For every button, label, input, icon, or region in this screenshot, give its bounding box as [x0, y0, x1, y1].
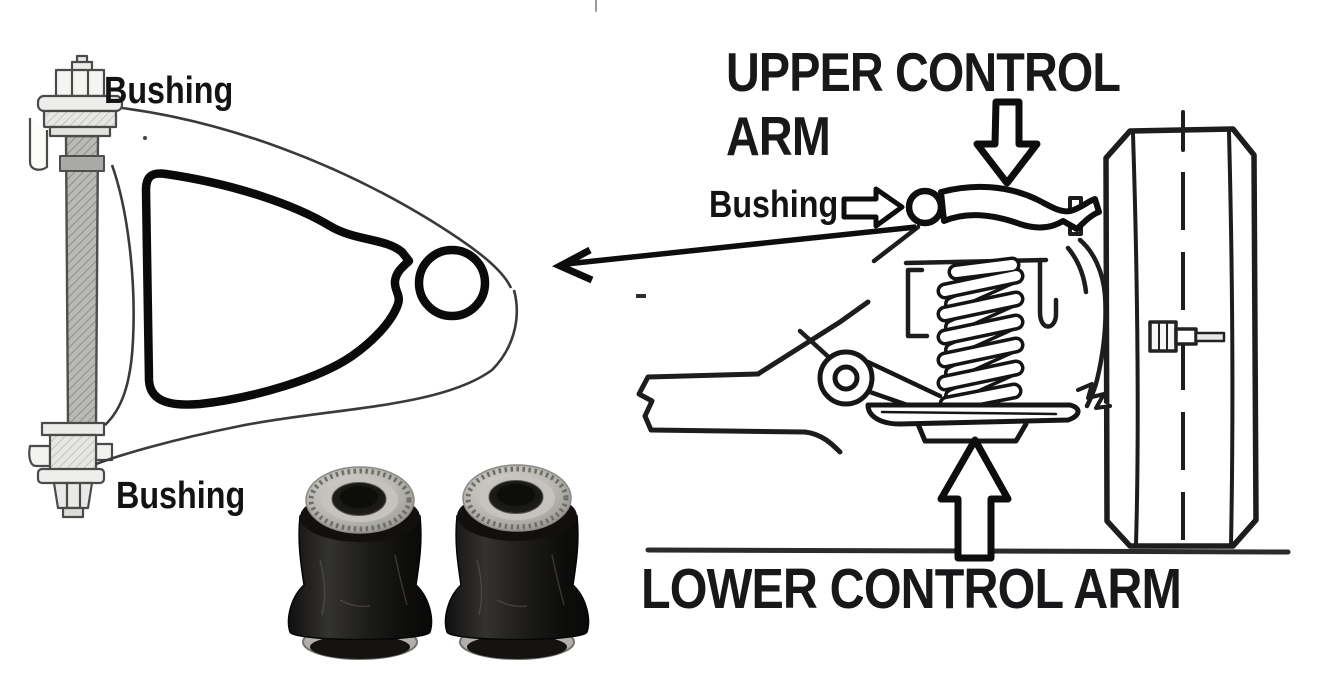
up-block-arrow-icon [937, 436, 1012, 562]
lower-control-arm [817, 349, 1081, 444]
tire [1103, 110, 1259, 549]
upper-arm-bushing-eye [905, 187, 945, 227]
balljoint-hole [414, 245, 490, 321]
speck [143, 136, 147, 140]
right-block-arrow-icon [841, 186, 905, 229]
bottom-bushing-hardware [28, 421, 114, 519]
bushing-part-1 [287, 466, 433, 660]
spindle [1148, 320, 1226, 353]
stray-mark [636, 294, 646, 298]
suspension-assembly-view [595, 0, 1291, 555]
bushing-photo [287, 464, 590, 660]
cross-shaft [59, 134, 105, 427]
frame-rail [636, 299, 871, 455]
label-bushing-right: Bushing [709, 184, 839, 226]
upper-control-arm [905, 183, 1102, 232]
coil-spring [936, 256, 1025, 413]
annotation-arrows [551, 98, 1041, 562]
long-thin-arrow-icon [551, 224, 917, 284]
label-bushing-bottom-left: Bushing [116, 475, 246, 517]
label-upper-control-arm: UPPER CONTROL ARM [726, 41, 1120, 167]
down-block-arrow-icon [973, 98, 1041, 187]
arm-rib-and-balljoint-hole [141, 169, 490, 409]
arm-outline [95, 106, 519, 466]
top-bushing-hardware [28, 54, 124, 171]
bushing-part-2 [444, 464, 590, 660]
label-lower-control-arm: LOWER CONTROL ARM [641, 557, 1182, 621]
upper-arm-exploded-view [28, 54, 519, 519]
label-bushing-top-left: Bushing [104, 70, 234, 112]
